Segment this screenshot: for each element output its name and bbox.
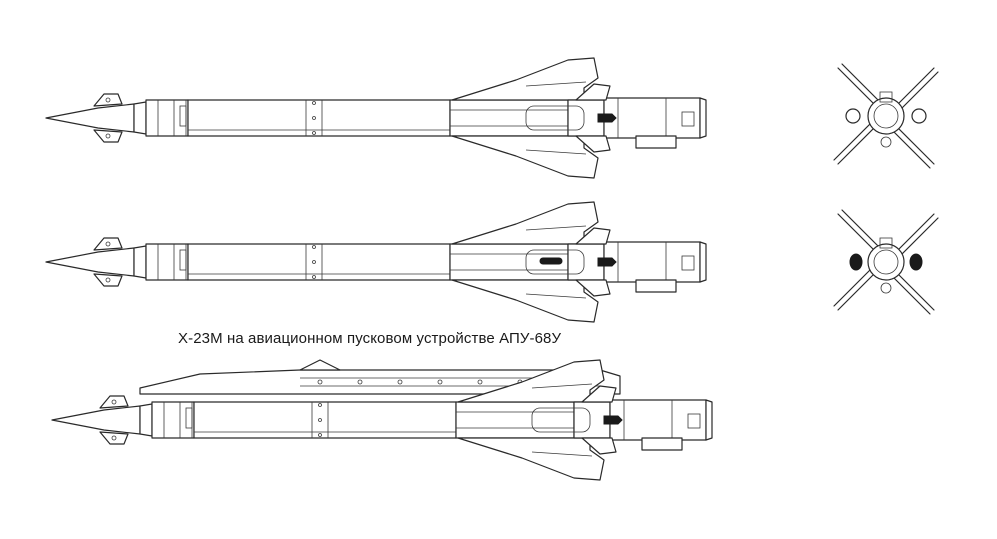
- front-view-top: [833, 63, 939, 169]
- side-view-middle: [45, 201, 707, 323]
- front-view-bottom: [833, 209, 939, 315]
- side-view-top: [45, 57, 707, 179]
- caption-label: Х-23М на авиационном пусковом устройстве…: [178, 330, 562, 347]
- side-view-launcher: [51, 359, 713, 481]
